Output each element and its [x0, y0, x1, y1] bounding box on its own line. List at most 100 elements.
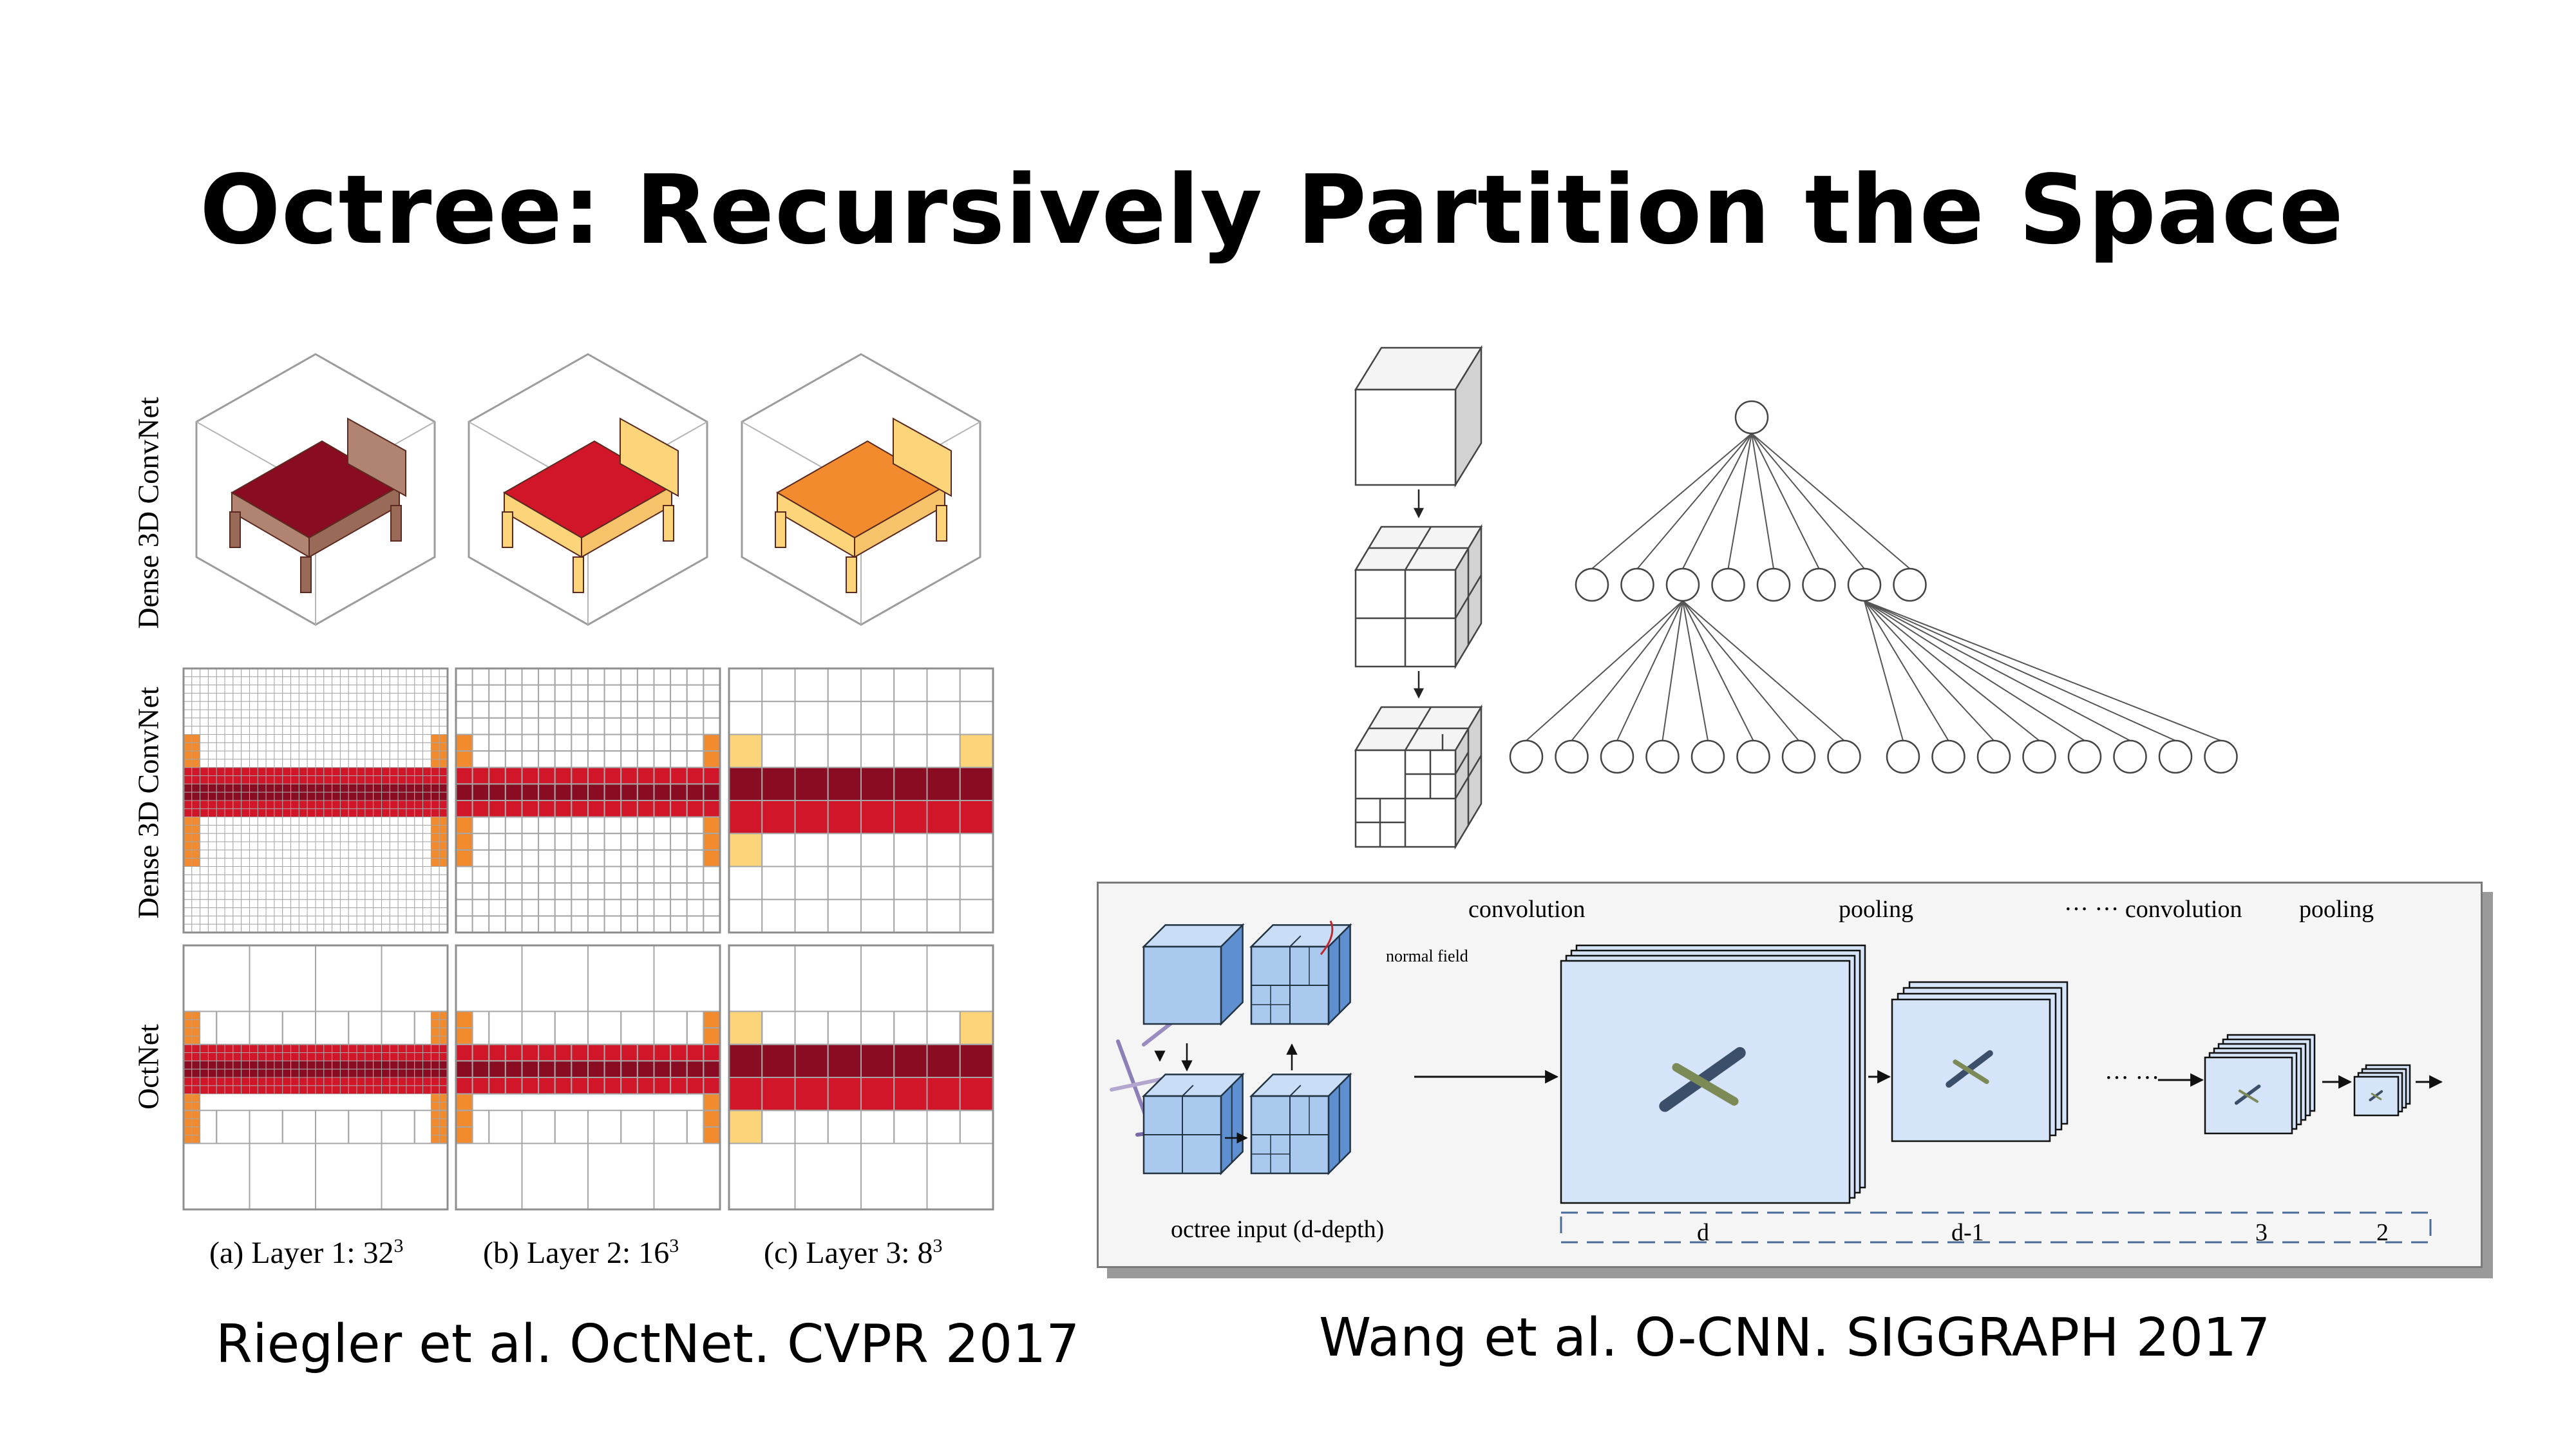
voxel-cell — [761, 833, 796, 867]
arrow-down-2 — [1413, 671, 1425, 699]
voxel-cell — [323, 783, 333, 793]
voxel-cell — [290, 874, 299, 884]
octree-cell — [554, 1010, 589, 1045]
voxel-cell — [686, 701, 705, 719]
voxel-cell — [381, 692, 390, 702]
voxel-cell — [232, 1068, 242, 1078]
voxel-cell — [406, 817, 415, 826]
voxel-cell — [893, 1077, 928, 1112]
voxel-cell — [216, 709, 225, 719]
voxel-cell — [406, 824, 415, 834]
voxel-cell — [761, 866, 796, 900]
voxel-cell — [200, 775, 209, 784]
voxel-cell — [191, 1027, 201, 1037]
voxel-cell — [455, 800, 473, 818]
voxel-cell — [430, 676, 440, 686]
voxel-cell — [471, 849, 490, 867]
voxel-cell — [620, 750, 638, 768]
voxel-cell — [200, 874, 209, 884]
voxel-cell — [323, 767, 333, 777]
ocnn-feature-maps — [1414, 944, 2443, 1204]
voxel-cell — [348, 808, 357, 818]
voxel-cell — [348, 701, 357, 710]
voxel-cell — [298, 866, 308, 875]
voxel-cell — [249, 1068, 258, 1078]
voxel-cell — [232, 668, 242, 677]
voxel-cell — [521, 800, 540, 818]
voxel-cell — [414, 866, 424, 875]
voxel-cell — [571, 800, 589, 818]
voxel-cell — [571, 750, 589, 768]
voxel-cell — [265, 717, 275, 727]
voxel-cell — [315, 685, 325, 694]
voxel-cell — [430, 742, 440, 752]
voxel-cell — [298, 668, 308, 677]
voxel-cell — [207, 791, 217, 801]
voxel-cell — [373, 849, 382, 859]
voxel-cell — [860, 898, 895, 933]
voxel-cell — [636, 684, 655, 703]
voxel-cell — [504, 898, 523, 917]
feature-stack-d — [1560, 944, 1866, 1204]
voxel-cell — [414, 923, 424, 933]
voxel-cell — [274, 800, 283, 810]
voxel-cell — [257, 841, 267, 851]
voxel-cell — [339, 685, 349, 694]
voxel-cell — [521, 866, 540, 884]
voxel-cell — [636, 1043, 655, 1062]
voxel-cell — [414, 915, 424, 925]
voxel-cell — [636, 833, 655, 851]
voxel-cell — [323, 701, 333, 710]
octree-cell — [488, 1110, 523, 1144]
voxel-cell — [241, 907, 250, 916]
depth-label-2: 2 — [2376, 1219, 2389, 1246]
voxel-cell — [307, 685, 316, 694]
voxel-cell — [191, 1036, 201, 1045]
octree-cell — [893, 1110, 928, 1144]
voxel-cell — [216, 882, 225, 892]
voxel-cell — [373, 783, 382, 793]
voxel-cell — [257, 849, 267, 859]
voxel-cell — [200, 668, 209, 677]
voxel-cell — [257, 742, 267, 752]
voxel-cell — [430, 907, 440, 916]
voxel-cell — [249, 1044, 258, 1054]
voxel-cell — [323, 692, 333, 702]
voxel-cell — [728, 1010, 763, 1045]
voxel-cell — [670, 915, 688, 933]
voxel-cell — [430, 1068, 440, 1078]
voxel-cell — [653, 898, 672, 917]
tree-edge — [1864, 600, 1904, 741]
voxel-cell — [200, 1068, 209, 1078]
voxel-cell — [422, 692, 431, 702]
voxel-cell — [406, 1068, 415, 1078]
voxel-cell — [538, 915, 556, 933]
tree-edge — [1591, 433, 1752, 569]
voxel-cell — [183, 1011, 193, 1020]
voxel-cell — [216, 1044, 225, 1054]
voxel-cell — [571, 849, 589, 867]
voxel-cell — [290, 808, 299, 818]
voxel-cell — [332, 1085, 341, 1095]
voxel-cell — [224, 915, 234, 925]
voxel-cell — [439, 1077, 448, 1086]
octnet-citation: Riegler et al. OctNet. CVPR 2017 — [216, 1314, 1080, 1375]
voxel-cell — [339, 891, 349, 900]
voxel-cell — [439, 1052, 448, 1061]
voxel-cell — [249, 1052, 258, 1061]
voxel-cell — [323, 1060, 333, 1070]
voxel-cell — [332, 1060, 341, 1070]
voxel-cell — [703, 849, 721, 867]
voxel-cell — [315, 808, 325, 818]
voxel-cell — [521, 750, 540, 768]
voxel-cell — [406, 923, 415, 933]
voxel-cell — [232, 791, 242, 801]
voxel-cell — [587, 668, 605, 686]
voxel-cell — [232, 685, 242, 694]
voxel-cell — [373, 824, 382, 834]
voxel-cell — [373, 759, 382, 768]
voxel-cell — [232, 817, 242, 826]
voxel-cell — [232, 709, 242, 719]
octree-cell — [183, 1142, 251, 1210]
voxel-cell — [257, 685, 267, 694]
